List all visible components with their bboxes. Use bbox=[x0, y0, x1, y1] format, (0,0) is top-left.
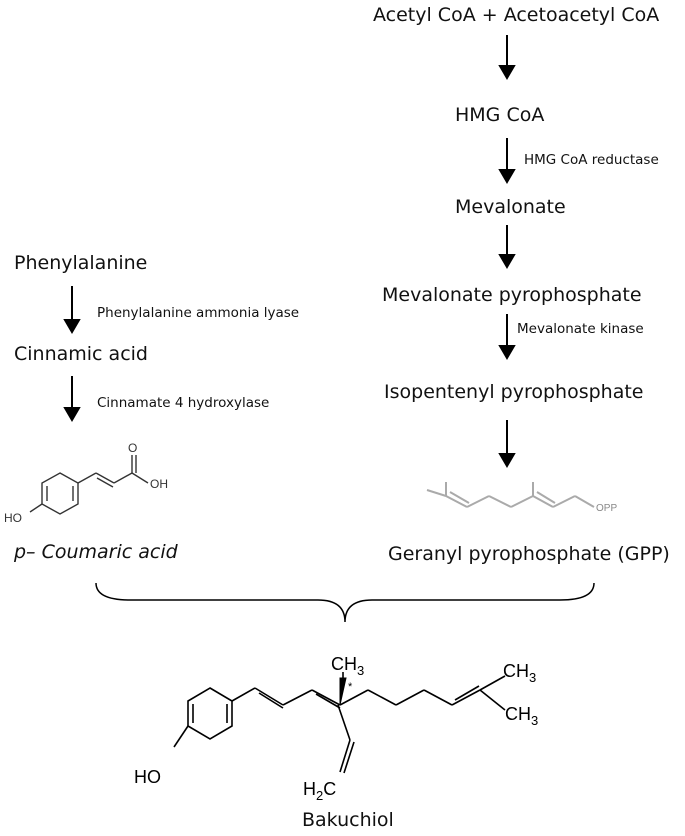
bakuchiol-structure bbox=[173, 675, 506, 774]
converging-brace bbox=[95, 582, 595, 623]
coumaric-oh-label: OH bbox=[150, 477, 168, 491]
bakuchiol-stereocenter-label: * bbox=[348, 681, 353, 693]
coumaric-ho-label: HO bbox=[4, 511, 22, 525]
compound-mevalonate-pyrophosphate: Mevalonate pyrophosphate bbox=[382, 284, 642, 306]
compound-isopentenyl-pyrophosphate: Isopentenyl pyrophosphate bbox=[384, 381, 644, 403]
left-pathway-arrows bbox=[63, 286, 81, 422]
arrow-mevpp-to-ipp bbox=[498, 314, 516, 360]
compound-acetyl-coa: Acetyl CoA + Acetoacetyl CoA bbox=[373, 4, 660, 26]
compound-cinnamic-acid: Cinnamic acid bbox=[14, 343, 148, 365]
bakuchiol-ho-label: HO bbox=[134, 767, 161, 787]
enzyme-hmg-coa-reductase: HMG CoA reductase bbox=[524, 152, 659, 168]
right-pathway-arrows bbox=[498, 35, 516, 468]
enzyme-phenylalanine-ammonia-lyase: Phenylalanine ammonia lyase bbox=[97, 305, 300, 321]
arrow-phe-to-cinnamic bbox=[63, 286, 81, 334]
gpp-opp-label: OPP bbox=[596, 503, 617, 514]
bakuchiol-ch3-upper-right: CH3 bbox=[503, 661, 536, 685]
enzyme-cinnamate-4-hydroxylase: Cinnamate 4 hydroxylase bbox=[97, 395, 270, 411]
compound-phenylalanine: Phenylalanine bbox=[14, 252, 148, 274]
compound-hmg-coa: HMG CoA bbox=[455, 104, 545, 126]
compound-gpp: Geranyl pyrophosphate (GPP) bbox=[388, 543, 670, 565]
arrow-mevalonate-to-mevpp bbox=[498, 225, 516, 269]
product-bakuchiol-label: Bakuchiol bbox=[302, 809, 394, 831]
arrow-hmg-to-mevalonate bbox=[498, 138, 516, 184]
coumaric-o-label: O bbox=[128, 441, 137, 455]
arrow-acetyl-to-hmg bbox=[498, 35, 516, 80]
p-coumaric-acid-structure bbox=[29, 455, 149, 515]
compound-p-coumaric-acid: p– Coumaric acid bbox=[14, 541, 178, 563]
arrow-cinnamic-to-coumaric bbox=[63, 376, 81, 422]
arrow-ipp-to-gpp bbox=[498, 420, 516, 468]
bakuchiol-ch3-top: CH3 bbox=[331, 654, 364, 678]
enzyme-mevalonate-kinase: Mevalonate kinase bbox=[517, 321, 644, 337]
bakuchiol-wedge-bond bbox=[339, 677, 347, 706]
bakuchiol-h2c-label: H2C bbox=[303, 779, 336, 803]
gpp-structure bbox=[426, 482, 595, 508]
compound-mevalonate: Mevalonate bbox=[455, 196, 566, 218]
bakuchiol-ch3-lower-right: CH3 bbox=[505, 704, 538, 728]
